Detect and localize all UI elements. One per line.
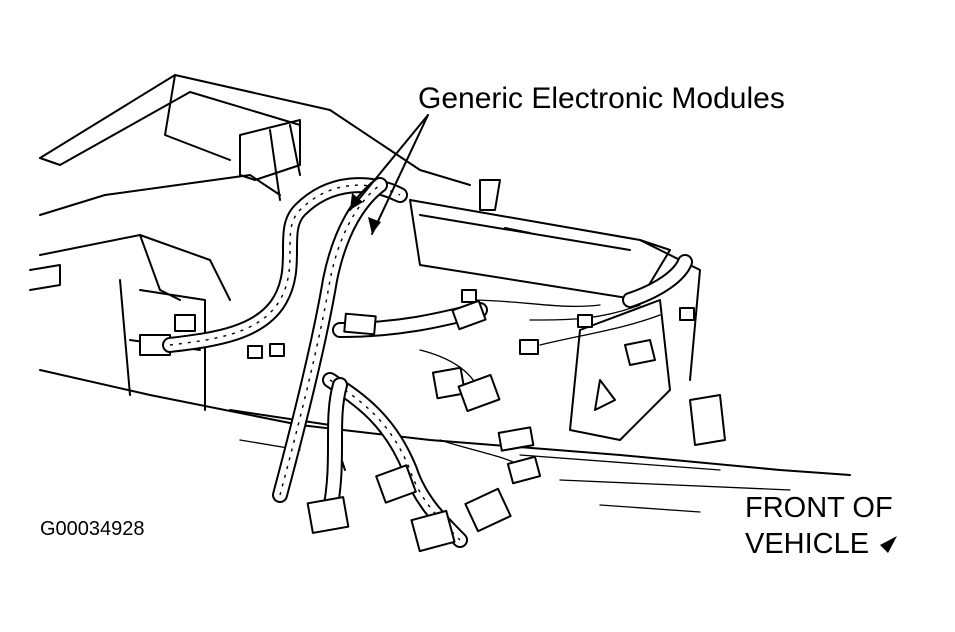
module-housing xyxy=(409,179,701,381)
callout-leaders xyxy=(349,114,429,235)
left-connectors xyxy=(139,314,285,359)
instrument-panel-frame xyxy=(29,74,471,301)
orientation-label-line1: FRONT OF xyxy=(745,492,893,524)
electronic-modules xyxy=(306,289,695,553)
figure-id: G00034928 xyxy=(40,518,145,540)
callout-label: Generic Electronic Modules xyxy=(418,82,785,115)
direction-arrow-icon xyxy=(877,535,898,556)
orientation-label-line2: VEHICLE xyxy=(745,528,901,561)
leader-arrowhead-2 xyxy=(368,217,381,234)
leader-arrowhead-1 xyxy=(350,193,363,210)
side-bracket xyxy=(569,299,726,446)
orientation-label-text: VEHICLE xyxy=(745,528,870,560)
wiring-harness xyxy=(162,177,693,548)
